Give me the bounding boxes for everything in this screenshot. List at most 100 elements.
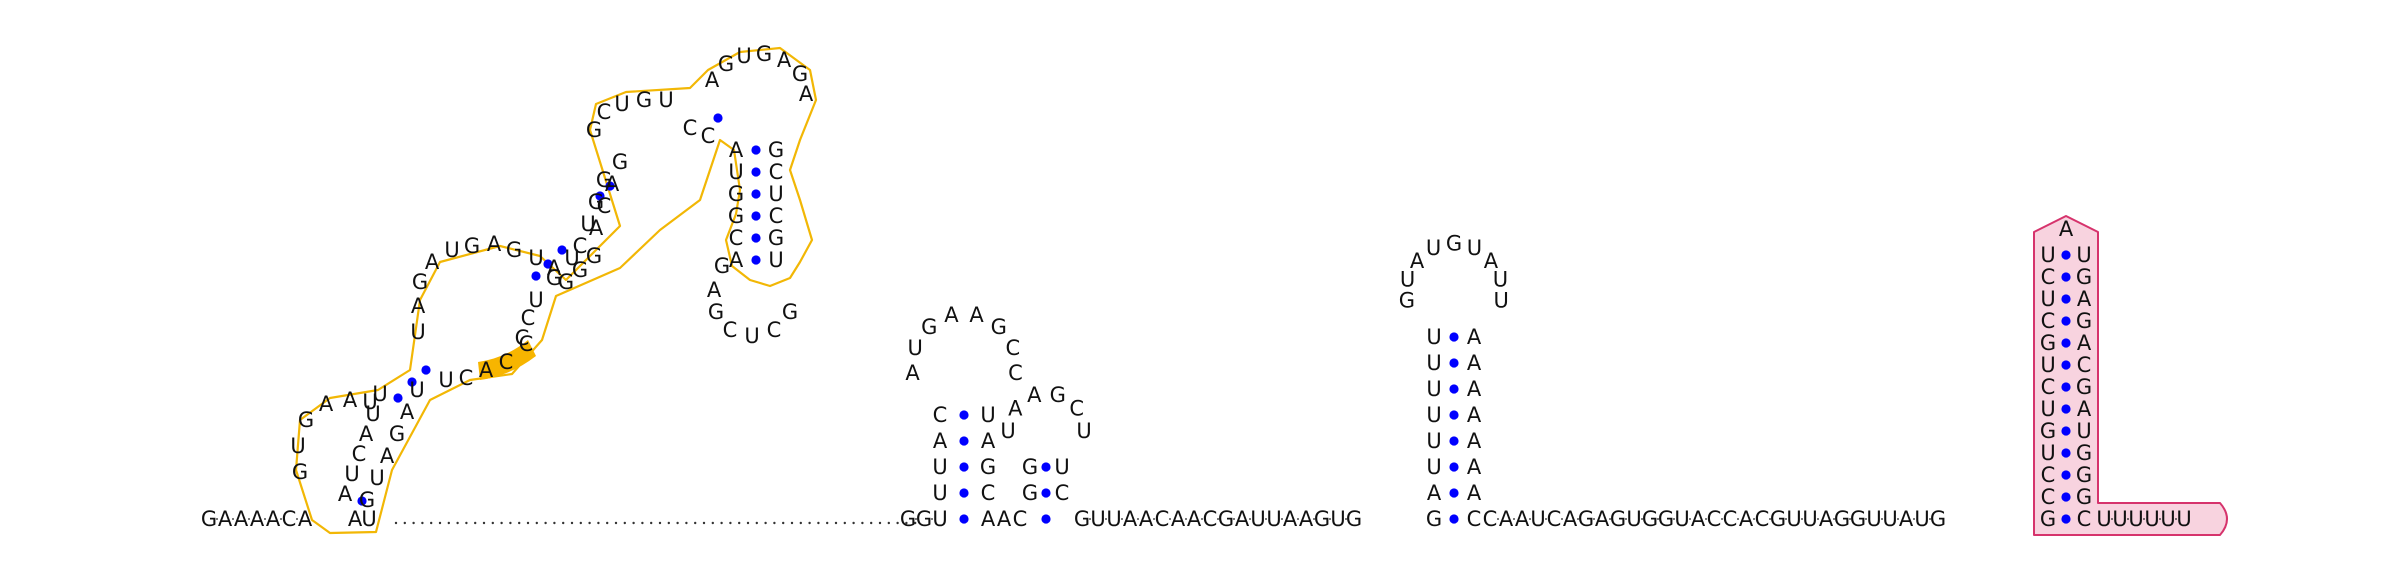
gap-dot [412, 521, 415, 525]
nucleotide: A [425, 250, 440, 274]
terminator-nucleotide: G [2076, 265, 2092, 289]
tail-nucleotide: A [1739, 507, 1754, 531]
nucleotide: G [588, 190, 604, 214]
nucleotide: A [487, 232, 502, 256]
tail-nucleotide: C [1755, 507, 1770, 531]
tail-nucleotide: U [1626, 507, 1641, 531]
base-pair-dot [1449, 332, 1459, 342]
tail-nucleotide: U [1530, 507, 1545, 531]
terminator-nucleotide: U [2076, 243, 2091, 267]
nucleotide: U [1054, 455, 1069, 479]
nucleotide: A [547, 256, 562, 280]
nucleotide: G [586, 244, 602, 268]
base-pair-dot [751, 145, 761, 155]
nucleotide: A [707, 278, 722, 302]
nucleotide: U [1426, 403, 1441, 427]
leader-nucleotide: A [218, 507, 233, 531]
gap-dot [482, 521, 486, 525]
nucleotide: C [701, 124, 716, 148]
nucleotide: C [1013, 507, 1028, 531]
nucleotide: G [921, 315, 937, 339]
nucleotide: C [515, 326, 530, 350]
nucleotide: G [980, 455, 996, 479]
nucleotide: U [1493, 288, 1508, 312]
nucleotide: A [1427, 481, 1442, 505]
nucleotide: G [916, 507, 932, 531]
gap-dot [588, 521, 591, 525]
base-pair-dot [2061, 294, 2071, 304]
base-pair-dot [751, 167, 761, 177]
base-pair-dot [2061, 316, 2071, 326]
tail-nucleotide: C [1723, 507, 1738, 531]
nucleotide: U [409, 378, 424, 402]
nucleotide: C [767, 318, 782, 342]
nucleotide: U [361, 507, 376, 531]
gap-dot [518, 521, 521, 525]
base-pair-dot [421, 365, 431, 375]
gap-dot [896, 521, 899, 525]
linker-nucleotide: A [1283, 507, 1298, 531]
nucleotide: A [605, 172, 620, 196]
terminator-nucleotide: U [2040, 441, 2055, 465]
gap-dot [808, 521, 811, 525]
linker-nucleotide: U [1266, 507, 1281, 531]
tail-nucleotide: G [1770, 507, 1786, 531]
nucleotide: U [658, 88, 673, 112]
terminator-tail-nucleotide: U [2128, 507, 2143, 531]
terminator-nucleotide: C [2041, 375, 2056, 399]
nucleotide: G [612, 150, 628, 174]
nucleotide: U [1000, 419, 1015, 443]
base-pair-dot [1449, 436, 1459, 446]
nucleotide: U [365, 402, 380, 426]
nucleotide: G [1399, 288, 1415, 312]
gap-dot [905, 521, 908, 525]
base-pair-dot [2061, 272, 2071, 282]
nucleotide: U [362, 390, 377, 414]
nucleotide: U [728, 160, 743, 184]
nucleotide: A [1410, 249, 1425, 273]
base-pair-dot [407, 377, 417, 387]
nucleotide: G [1426, 507, 1442, 531]
nucleotide: C [933, 403, 948, 427]
nucleotide: G [586, 118, 602, 142]
nucleotide: A [1484, 249, 1499, 273]
gap-dot [430, 521, 433, 525]
nucleotide: U [369, 466, 384, 490]
nucleotide: U [1426, 236, 1441, 260]
gap-dot [597, 521, 600, 525]
gap-dot [746, 521, 750, 525]
base-pair-dot [2061, 470, 2071, 480]
nucleotide: G [1022, 481, 1038, 505]
terminator-nucleotide: G [2040, 331, 2056, 355]
nucleotide: G [768, 138, 784, 162]
nucleotide: G [756, 42, 772, 66]
gap-dot [676, 521, 679, 525]
nucleotide: U [1467, 236, 1482, 260]
nucleotide: U [372, 382, 387, 406]
gap-dot [870, 521, 873, 525]
nucleotide: A [400, 400, 415, 424]
base-pair-dot [2061, 448, 2071, 458]
gap-dot [658, 521, 662, 525]
gap-dot [773, 521, 776, 525]
gap-dot [447, 521, 450, 525]
nucleotide: C [352, 442, 367, 466]
nucleotide: A [411, 294, 426, 318]
gap-dot [509, 521, 512, 525]
gap-dot [491, 521, 494, 525]
linker-nucleotide: U [1250, 507, 1265, 531]
tail-nucleotide: G [1930, 507, 1946, 531]
gap-dot [782, 521, 785, 525]
base-pair-dot [959, 514, 969, 524]
gap-dot [650, 521, 653, 525]
nucleotide: U [932, 507, 947, 531]
linker-nucleotide: U [1106, 507, 1121, 531]
nucleotide: G [572, 258, 588, 282]
gap-dot [562, 521, 565, 525]
gap-dot [887, 521, 890, 525]
leader-nucleotide: A [298, 507, 313, 531]
base-pair-dot [543, 259, 553, 269]
terminator-nucleotide: C [2041, 265, 2056, 289]
nucleotide: U [980, 403, 995, 427]
nucleotide: A [729, 248, 744, 272]
